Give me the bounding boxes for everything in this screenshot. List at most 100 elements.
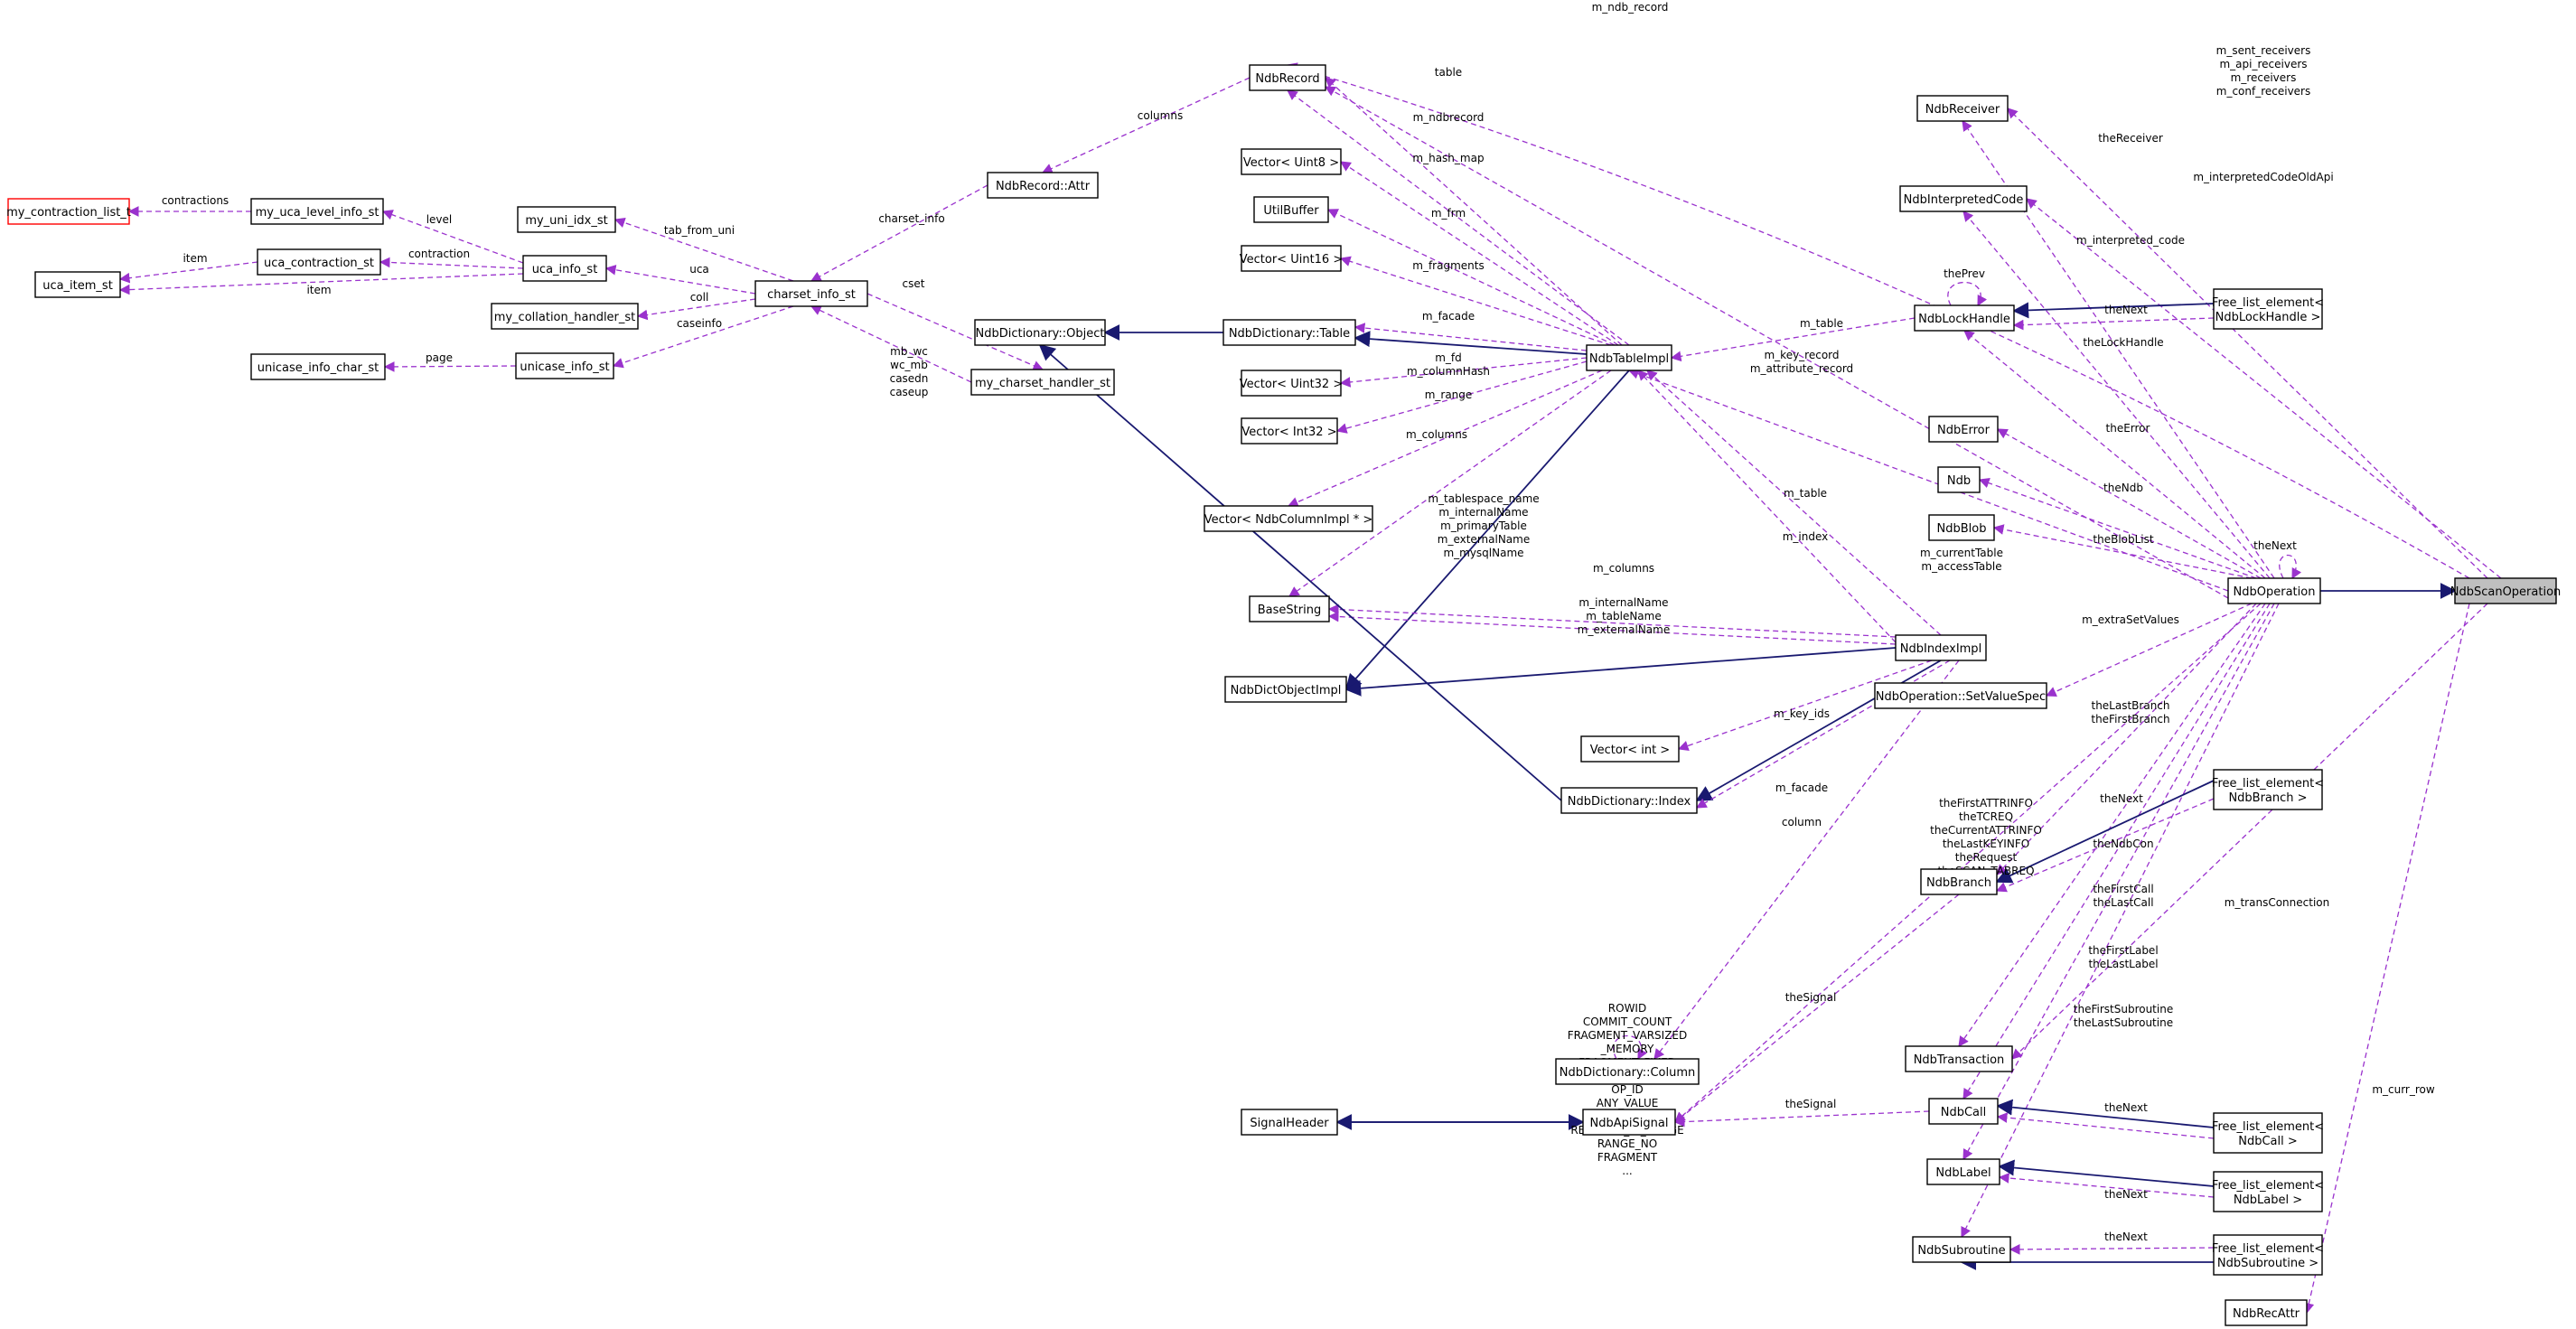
- class-node-NdbRecAttr[interactable]: NdbRecAttr: [2225, 1299, 2308, 1326]
- class-node-label: charset_info_st: [767, 288, 856, 302]
- class-node-VectorUint16[interactable]: Vector< Uint16 >: [1240, 245, 1343, 272]
- class-node-FreeLabel[interactable]: Free_list_element<NdbLabel >: [2212, 1171, 2324, 1212]
- class-node-NdbTransaction[interactable]: NdbTransaction: [1905, 1045, 2013, 1072]
- class-node-NdbTableImpl[interactable]: NdbTableImpl: [1586, 344, 1672, 371]
- class-node-NdbReceiver[interactable]: NdbReceiver: [1916, 95, 2009, 122]
- class-node-FreeCall[interactable]: Free_list_element<NdbCall >: [2212, 1112, 2324, 1154]
- class-node-NdbLabel[interactable]: NdbLabel: [1926, 1158, 2000, 1185]
- class-node-box: [7, 198, 130, 225]
- class-node-NdbDictObjectImpl[interactable]: NdbDictObjectImpl: [1224, 676, 1347, 703]
- class-node-box: [1905, 1045, 2013, 1072]
- member-edge-NdbIndexImpl-to-BaseString: [1327, 604, 1897, 638]
- class-node-VectorInt[interactable]: Vector< int >: [1580, 735, 1680, 763]
- class-node-NdbApiSignal[interactable]: NdbApiSignal: [1582, 1109, 1676, 1136]
- class-node-FreeLockHandle[interactable]: Free_list_element<NdbLockHandle >: [2212, 288, 2324, 330]
- class-node-SignalHeader[interactable]: SignalHeader: [1241, 1109, 1338, 1136]
- class-node-label: UtilBuffer: [1263, 204, 1319, 218]
- member-edge-NdbRecord-to-NdbRecordAttr: [1041, 77, 1251, 173]
- class-node-NdbDictionaryIndex[interactable]: NdbDictionary::Index: [1560, 787, 1698, 814]
- class-node-box: [491, 303, 639, 330]
- class-node-charset_info_st[interactable]: charset_info_st: [754, 280, 868, 307]
- class-node-unicase_info_char_st[interactable]: unicase_info_char_st: [250, 353, 386, 380]
- edge-label-charset_info: charset_info: [878, 212, 944, 225]
- class-node-box: [2213, 1234, 2323, 1276]
- class-node-Ndb[interactable]: Ndb: [1937, 466, 1981, 493]
- class-node-label: Free_list_element<NdbLockHandle >: [2212, 296, 2324, 324]
- class-node-VectorUint32[interactable]: Vector< Uint32 >: [1240, 370, 1343, 397]
- class-node-NdbLockHandle[interactable]: NdbLockHandle: [1914, 304, 2015, 332]
- class-node-my_charset_handler_st[interactable]: my_charset_handler_st: [970, 369, 1115, 396]
- class-node-NdbDictionaryColumn[interactable]: NdbDictionary::Column: [1555, 1058, 1700, 1085]
- class-node-label: NdbBlob: [1937, 522, 1987, 536]
- class-node-FreeBranch[interactable]: Free_list_element<NdbBranch >: [2212, 769, 2324, 810]
- class-node-label: Vector< int >: [1590, 744, 1670, 757]
- class-node-NdbIndexImpl[interactable]: NdbIndexImpl: [1895, 634, 1987, 661]
- class-node-box: [250, 198, 384, 225]
- class-node-NdbBlob[interactable]: NdbBlob: [1928, 514, 1995, 541]
- class-node-uca_contraction_st[interactable]: uca_contraction_st: [257, 248, 381, 276]
- class-node-my_uni_idx_st[interactable]: my_uni_idx_st: [517, 206, 616, 233]
- class-node-label: NdbRecAttr: [2233, 1307, 2300, 1321]
- class-node-NdbCall[interactable]: NdbCall: [1928, 1098, 1999, 1125]
- class-node-SetValueSpec[interactable]: NdbOperation::SetValueSpec: [1874, 682, 2047, 709]
- class-node-UtilBuffer[interactable]: UtilBuffer: [1253, 196, 1329, 223]
- edge-label-theNdbCon: theNdbCon: [2093, 838, 2153, 850]
- edge-label-m_facade_index: m_facade: [1775, 781, 1828, 794]
- inheritance-edge-FreeLabel-to-NdbLabel: [1998, 1159, 2215, 1187]
- class-node-VectorColumnImpl[interactable]: Vector< NdbColumnImpl * >: [1204, 505, 1373, 532]
- edge-label-m_fragments: m_fragments: [1412, 259, 1484, 272]
- class-node-NdbError[interactable]: NdbError: [1928, 416, 1999, 443]
- class-node-NdbInterpretedCode[interactable]: NdbInterpretedCode: [1899, 185, 2028, 212]
- class-node-box: [1937, 466, 1981, 493]
- class-node-NdbDictionaryObject[interactable]: NdbDictionary::Object: [974, 319, 1106, 346]
- edge-label-coll: coll: [690, 291, 709, 304]
- class-node-VectorUint8[interactable]: Vector< Uint8 >: [1241, 148, 1342, 175]
- edge-label-uca: uca: [689, 263, 709, 276]
- class-node-NdbDictionaryTable[interactable]: NdbDictionary::Table: [1222, 319, 1356, 346]
- class-node-BaseString[interactable]: BaseString: [1249, 595, 1330, 622]
- class-node-NdbRecordAttr[interactable]: NdbRecord::Attr: [987, 172, 1099, 199]
- member-edge-charset_info_st-to-unicase_info_st: [612, 305, 794, 369]
- class-node-my_collation_handler_st[interactable]: my_collation_handler_st: [491, 303, 639, 330]
- inheritance-edge-NdbIndexImpl-to-NdbDictionaryIndex: [1695, 660, 1942, 801]
- class-node-NdbBranch[interactable]: NdbBranch: [1920, 868, 1998, 895]
- class-node-unicase_info_st[interactable]: unicase_info_st: [515, 352, 614, 379]
- edge-label-theNext_branch: theNext: [2100, 792, 2143, 805]
- class-node-NdbSubroutine[interactable]: NdbSubroutine: [1912, 1236, 2011, 1263]
- class-node-box: [1241, 1109, 1338, 1136]
- class-node-my_uca_level_info_st[interactable]: my_uca_level_info_st: [250, 198, 384, 225]
- edge-label-theReceiver: theReceiver: [2098, 132, 2163, 145]
- class-node-VectorInt32[interactable]: Vector< Int32 >: [1241, 417, 1338, 445]
- member-edge-uca_info_st-to-uca_contraction_st: [379, 257, 524, 269]
- class-node-box: [1928, 1098, 1999, 1125]
- class-node-label: Free_list_element<NdbBranch >: [2212, 777, 2324, 805]
- class-node-NdbOperation[interactable]: NdbOperation: [2227, 577, 2321, 604]
- class-node-label: NdbInterpretedCode: [1904, 193, 2024, 207]
- class-node-uca_info_st[interactable]: uca_info_st: [522, 255, 607, 282]
- member-edge-NdbOperation-to-NdbTableImpl: [1627, 369, 2229, 592]
- class-node-my_contraction_list_t[interactable]: my_contraction_list_t: [6, 198, 131, 225]
- class-node-label: NdbError: [1937, 424, 1991, 437]
- class-node-box: [1560, 787, 1698, 814]
- edge-label-m_ndb_record: m_ndb_record: [1592, 1, 1669, 14]
- edge-label-m_columns_idx: m_columns: [1593, 562, 1654, 575]
- member-edge-NdbTableImpl-to-VectorUint32: [1339, 357, 1588, 388]
- member-edge-NdbOperation-to-NdbApiSignal: [1674, 603, 2262, 1123]
- class-node-label: Free_list_element<NdbLabel >: [2212, 1179, 2324, 1207]
- class-node-label: my_collation_handler_st: [494, 311, 636, 324]
- class-node-NdbRecord[interactable]: NdbRecord: [1249, 64, 1326, 91]
- class-node-label: NdbDictObjectImpl: [1231, 684, 1342, 697]
- class-node-NdbScanOperation[interactable]: NdbScanOperation: [2450, 577, 2562, 604]
- class-node-box: [517, 206, 616, 233]
- class-node-box: [1253, 196, 1329, 223]
- edge-label-m_table_idx: m_table: [1784, 487, 1827, 500]
- class-node-box: [2213, 1112, 2323, 1154]
- class-node-label: NdbDictionary::Index: [1568, 795, 1691, 809]
- class-node-FreeSubroutine[interactable]: Free_list_element<NdbSubroutine >: [2212, 1234, 2324, 1276]
- member-edge-FreeSubroutine-to-NdbSubroutine: [2009, 1244, 2215, 1255]
- class-node-uca_item_st[interactable]: uca_item_st: [34, 271, 121, 298]
